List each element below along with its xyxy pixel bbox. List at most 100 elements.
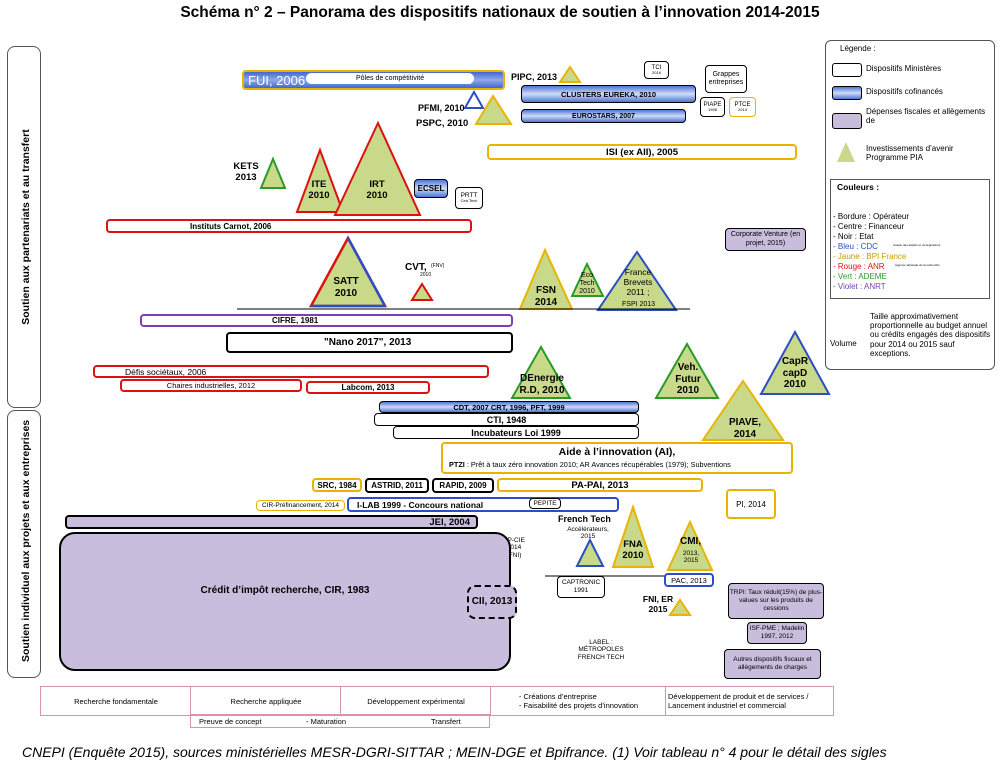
tci-label: TCI (651, 65, 662, 71)
cifre-label: CIFRE, 1981 (272, 316, 319, 325)
legend-centre: - Centre : Financeur (833, 222, 905, 231)
grappes-label: Grappes entreprises (708, 70, 744, 86)
legend-swatch-ministeres (832, 63, 862, 77)
legend-box: Légende : Dispositifs Ministères Disposi… (825, 40, 995, 370)
legend-bleu: - Bleu : CDC (833, 242, 878, 251)
caprcapd-label: CapR capD 2010 (781, 356, 809, 390)
stage-row2: Preuve de concept - Maturation Transfert (190, 714, 490, 728)
side-box-partnerships: Soutien aux partenariats et au transfert (7, 46, 41, 408)
ecsel-box: ECSEL (414, 179, 448, 198)
isf-label: ISF-PME ; Madelin 1997, 2012 (749, 625, 805, 640)
cii-label: CII, 2013 (471, 596, 513, 608)
cir-box: Crédit d’impôt recherche, CIR, 1983 (59, 532, 511, 671)
ecsel-label: ECSEL (417, 184, 445, 193)
stage-recherche-fondamentale: Recherche fondamentale (40, 686, 192, 716)
vehfutur-triangle (654, 341, 720, 399)
clusters-bar: CLUSTERS EUREKA, 2010 (521, 85, 696, 103)
astrid-label: ASTRID, 2011 (371, 481, 423, 490)
pepite-box: PEPITE (529, 498, 561, 509)
piave-label: PIAVE, 2014 (728, 417, 762, 440)
trpi-box: TRPI: Taux réduit(15%) de plus-values su… (728, 583, 824, 619)
piave-triangle (701, 379, 785, 441)
legend-pia: Investissements d’avenir Programme PIA (866, 144, 954, 163)
legend-violet: - Violet : ANRT (833, 282, 886, 291)
denergie-triangle (510, 344, 572, 399)
tci-year: 2016 (652, 70, 661, 75)
cti-bar: CTI, 1948 (374, 413, 639, 426)
stage-developpement-produit: Développement de produit et de services … (665, 686, 834, 716)
rapid-label: RAPID, 2009 (439, 481, 487, 490)
defis-label: Défis sociétaux, 2006 (125, 366, 207, 377)
fspi-label: FSPI 2013 (622, 301, 656, 308)
carnot-bar: Instituts Carnot, 2006 (106, 219, 472, 233)
ilab-bar: I-LAB 1999 - Concours national (347, 497, 619, 512)
pac-label: PAC, 2013 (671, 575, 707, 585)
pi-box: PI, 2014 (726, 489, 776, 519)
france-brevets-triangle (596, 250, 678, 311)
cvt-year: 2010 (420, 272, 432, 278)
isf-box: ISF-PME ; Madelin 1997, 2012 (747, 622, 807, 644)
french-tech-label: French Tech (558, 514, 611, 524)
pipc-triangle (558, 65, 582, 83)
papai-label: PA-PAI, 2013 (571, 479, 629, 491)
autres-box: Autres dispositifs fiscaux et allègement… (724, 649, 821, 679)
legend-couleurs-title: Couleurs : (837, 182, 880, 192)
aide-sub: : Prêt à taux zéro innovation 2010; AR A… (466, 460, 731, 469)
legend-jaune: - Jaune : BPI France (833, 252, 907, 261)
captronic-label: CAPTRONIC 1991 (561, 579, 601, 594)
corporate-box: Corporate Venture (en projet, 2015) (725, 228, 806, 251)
ecotech-label: Eco Tech 2010 (579, 272, 595, 296)
cti-label: CTI, 1948 (486, 414, 527, 425)
legend-volume-label: Volume (830, 339, 857, 348)
trpi-label: TRPI: Taux réduit(15%) de plus-values su… (729, 589, 823, 612)
prtt-box: PRTT Cea Tech (455, 187, 483, 209)
ptce-box: PTCE 2014 (729, 97, 756, 117)
fui-bar: FUI, 2006 Pôles de compétitivité (242, 70, 505, 90)
side-box-individual: Soutien individuel aux projets et aux en… (7, 410, 41, 678)
tci-box: TCI 2016 (644, 61, 669, 79)
irt-triangle (333, 120, 422, 216)
vehfutur-label: Veh. Futur 2010 (675, 362, 701, 396)
stage-maturation: - Maturation (306, 717, 347, 726)
caprcapd-triangle (759, 329, 831, 395)
papai-bar: PA-PAI, 2013 (497, 478, 703, 492)
pfmi-triangle (463, 89, 485, 109)
french-tech-sub: Accélérateurs, 2015 (567, 526, 609, 541)
stage-developpement-experimental: Développement expérimental (340, 686, 492, 716)
cdt-label: CDT, 2007 CRT, 1996, PFT, 1999 (453, 402, 565, 412)
cvt-sub: (FNV) (431, 263, 445, 269)
legend-bleu-small: Caisse des dépôts et consignations (893, 243, 941, 247)
incubateurs-bar: Incubateurs Loi 1999 (393, 426, 639, 439)
legend-depenses: Dépenses fiscales et allègements de (866, 107, 986, 126)
pipc-label: PIPC, 2013 (511, 72, 558, 82)
prtt-sub: Cea Tech (460, 198, 478, 204)
legend-vert: - Vert : ADEME (833, 272, 887, 281)
legend-rouge: - Rouge : ANR (833, 262, 885, 271)
chaires-bar: Chaires industrielles, 2012 (120, 379, 302, 392)
kets-triangle (259, 156, 287, 189)
cir-label: Crédit d’impôt recherche, CIR, 1983 (200, 585, 370, 596)
pepite-label: PEPITE (533, 500, 557, 507)
cir-pref-label: CIR-Préfinancement, 2014 (262, 502, 339, 509)
eurostars-bar: EUROSTARS, 2007 (521, 109, 686, 123)
ptce-year: 2014 (738, 107, 747, 113)
src-label: SRC, 1984 (317, 480, 357, 490)
rapid-box: RAPID, 2009 (432, 478, 494, 493)
cmi-triangle (666, 519, 714, 571)
legend-pia-triangle (837, 142, 855, 162)
stage-creations: - Créations d’entreprise - Faisabilité d… (490, 686, 667, 716)
prtt-label: PRTT (460, 192, 478, 200)
incubateurs-label: Incubateurs Loi 1999 (471, 427, 561, 438)
chaires-label: Chaires industrielles, 2012 (166, 381, 256, 390)
satt-triangle-blue-edge (346, 237, 387, 307)
captronic-box: CAPTRONIC 1991 (557, 576, 605, 598)
legend-cofinances: Dispositifs cofinancés (866, 87, 943, 96)
ilab-label: I-LAB 1999 - Concours national (357, 499, 484, 510)
legend-noir: - Noir : Etat (833, 232, 874, 241)
ecotech-triangle (570, 261, 605, 297)
cifre-bar: CIFRE, 1981 (140, 314, 513, 327)
legend-ministeres: Dispositifs Ministères (866, 64, 942, 73)
pspc-label: PSPC, 2010 (416, 118, 469, 129)
cvt-label: CVT, (405, 262, 427, 273)
fna-triangle (611, 503, 655, 568)
